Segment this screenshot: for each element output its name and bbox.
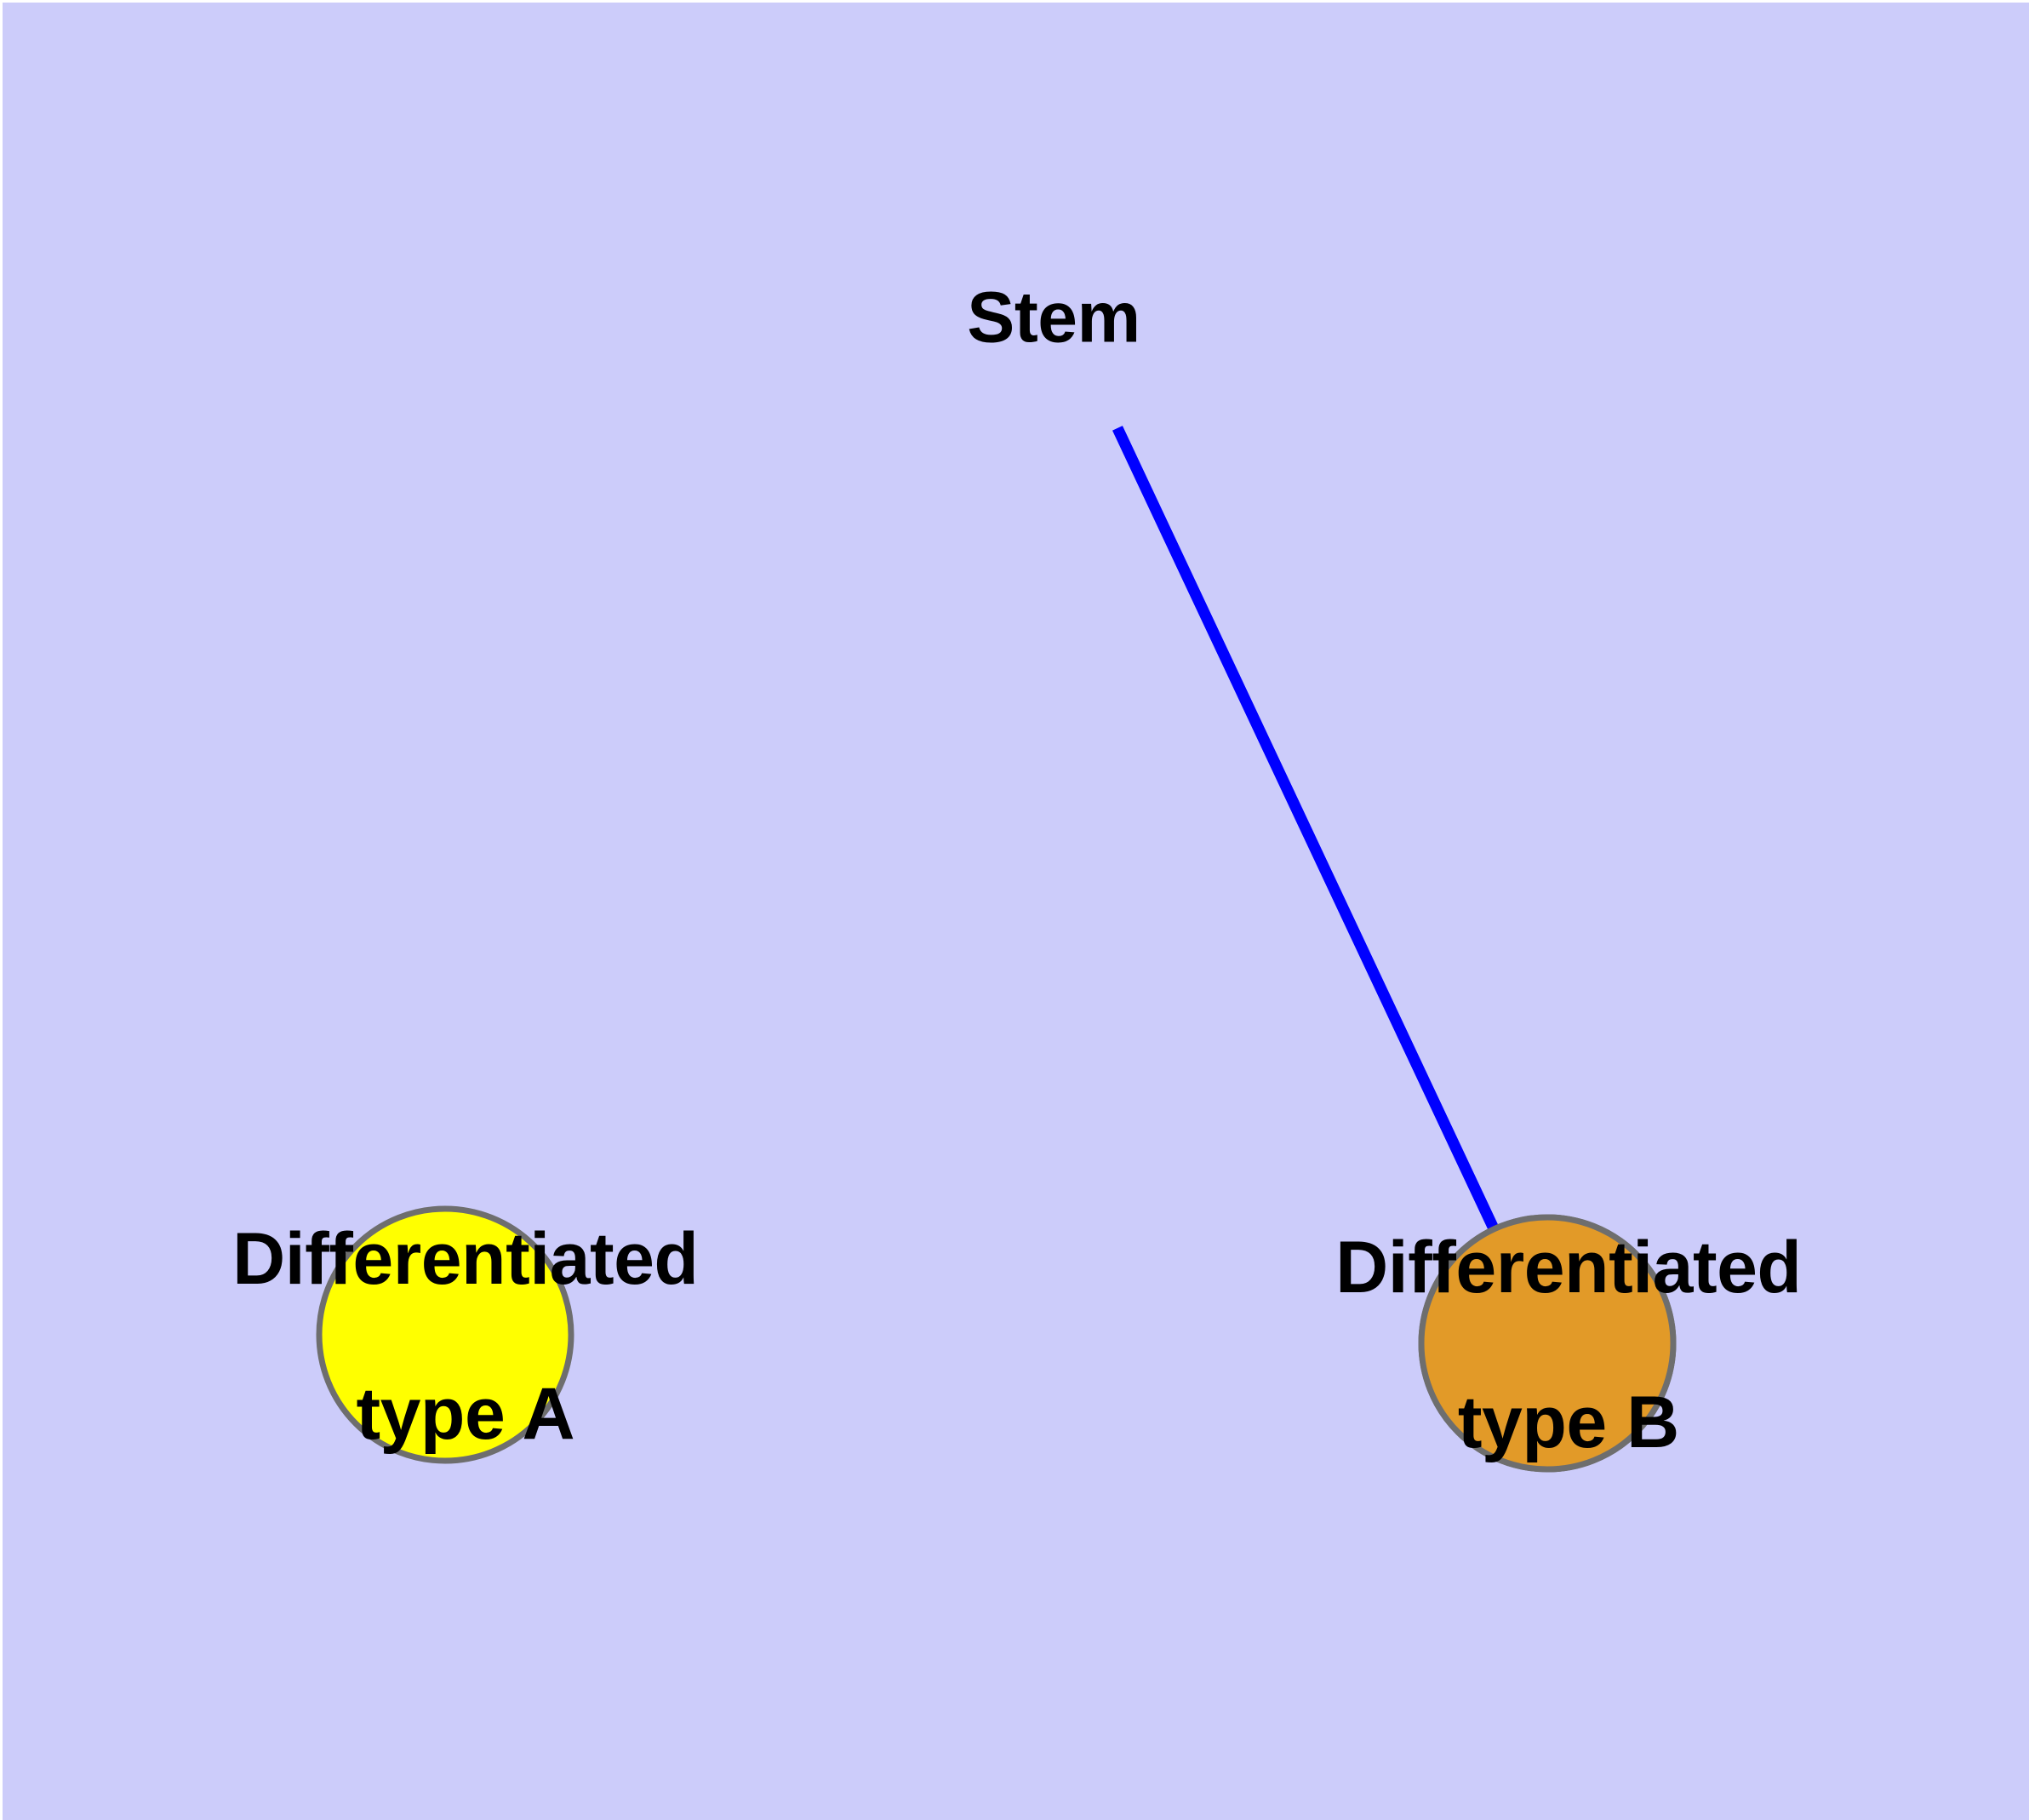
graph-svg [316,426,1677,1473]
node-differentiated-type-b[interactable] [1418,1214,1677,1473]
node-stem[interactable] [316,1205,574,1464]
edge-layer [1112,426,1498,1229]
edge-stem-to-diff-b[interactable] [1112,426,1498,1229]
node-layer [316,1205,1677,1473]
